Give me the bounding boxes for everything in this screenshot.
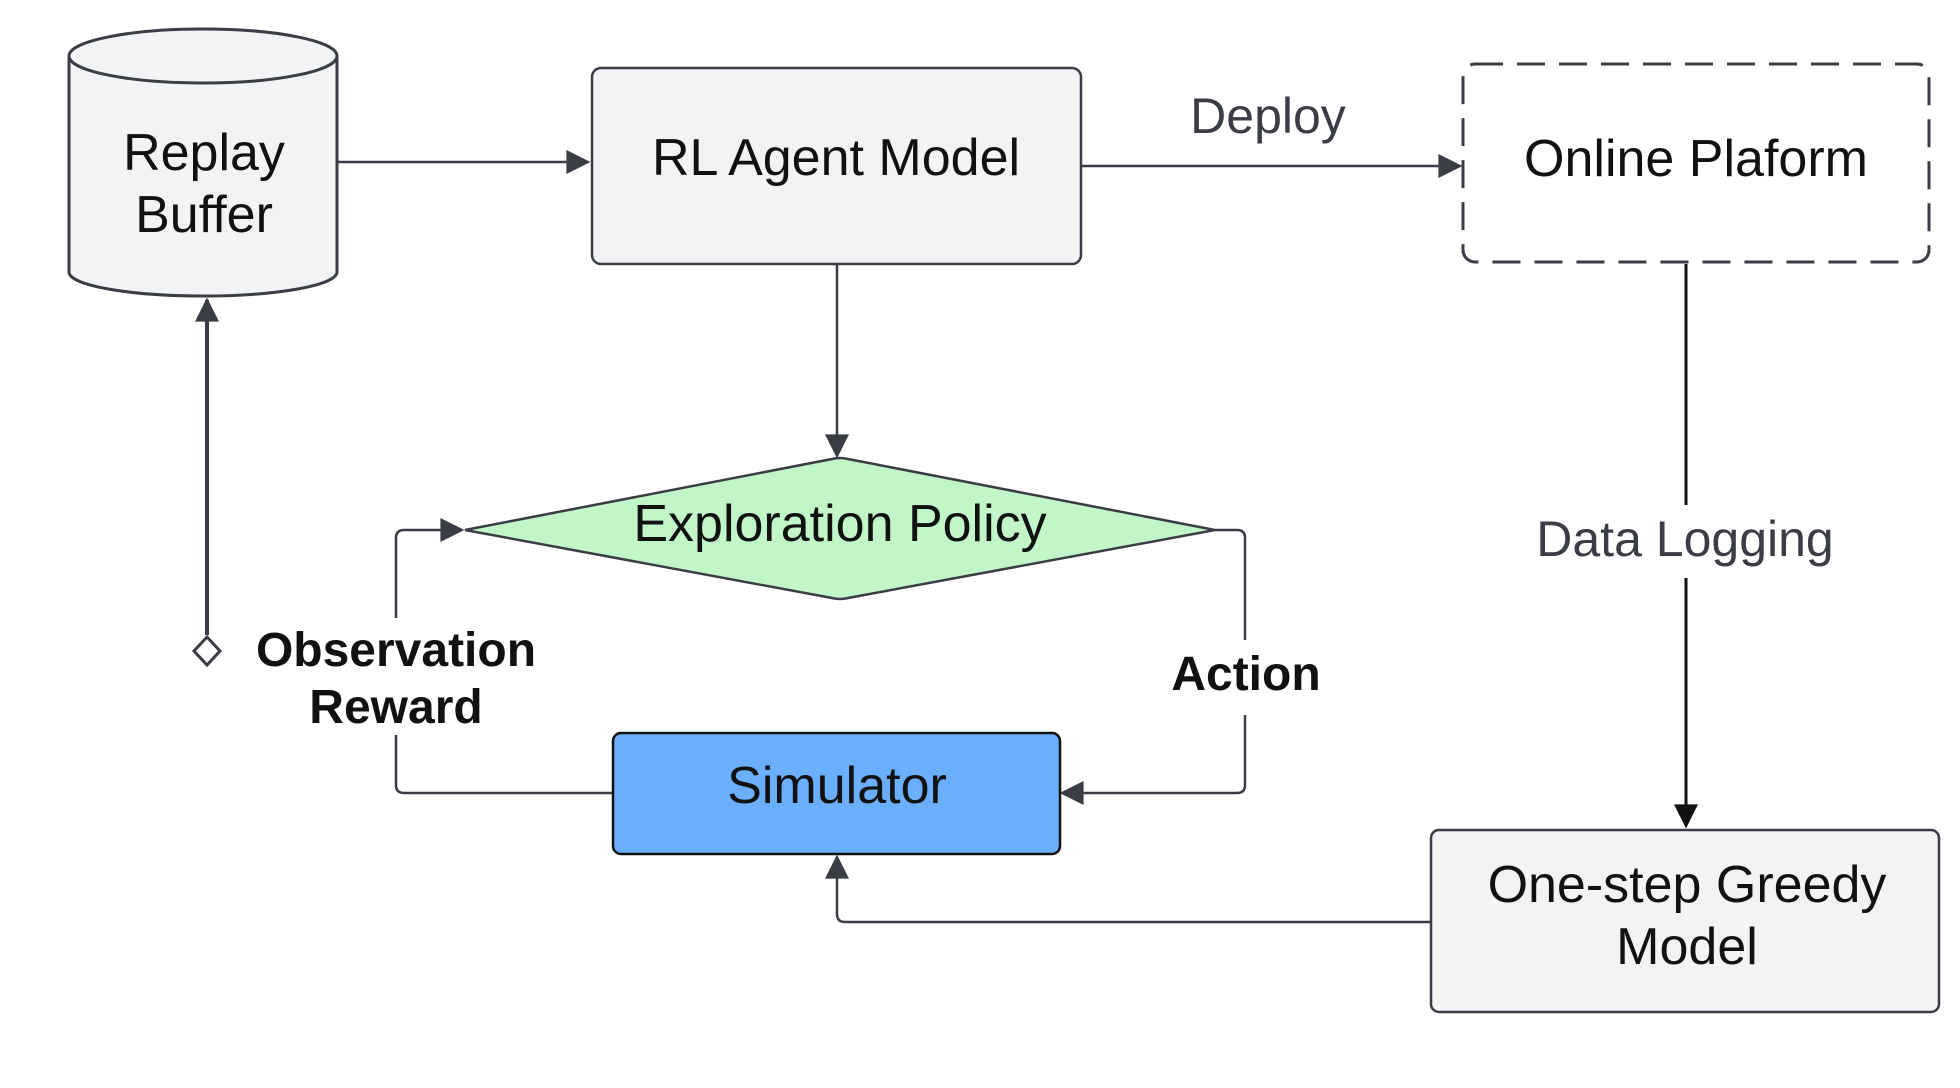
replay-buffer-label-line2: Buffer (135, 186, 273, 244)
online-platform-label: Online Plaform (1524, 130, 1868, 188)
replay-buffer-node: Replay Buffer (67, 27, 339, 298)
edge-tail-diamond (191, 634, 223, 668)
data-logging-label: Data Logging (1536, 511, 1833, 567)
rl-agent-model-label: RL Agent Model (652, 129, 1020, 187)
rl-agent-model-node: RL Agent Model (590, 66, 1083, 266)
simulator-node: Simulator (611, 731, 1062, 856)
edge-simulator-to-policy-upper (394, 518, 465, 618)
action-label: Action (1171, 648, 1320, 701)
greedy-model-node: One-step Greedy Model (1429, 828, 1941, 1014)
reward-label: Reward (309, 681, 482, 734)
replay-buffer-label-line1: Replay (123, 124, 285, 182)
simulator-label: Simulator (727, 757, 947, 815)
observation-label: Observation (256, 624, 536, 677)
edge-greedy-to-simulator (825, 854, 1431, 924)
greedy-model-label-line2: Model (1616, 918, 1758, 976)
edge-action-lower (1059, 715, 1247, 805)
exploration-policy-node: Exploration Policy (464, 456, 1216, 601)
online-platform-node: Online Plaform (1461, 62, 1931, 264)
edge-action-upper (1215, 528, 1247, 640)
greedy-model-label-line1: One-step Greedy (1488, 856, 1887, 914)
deploy-label: Deploy (1190, 88, 1346, 144)
exploration-policy-label: Exploration Policy (633, 495, 1046, 553)
edge-simulator-to-policy-lower (394, 735, 612, 795)
